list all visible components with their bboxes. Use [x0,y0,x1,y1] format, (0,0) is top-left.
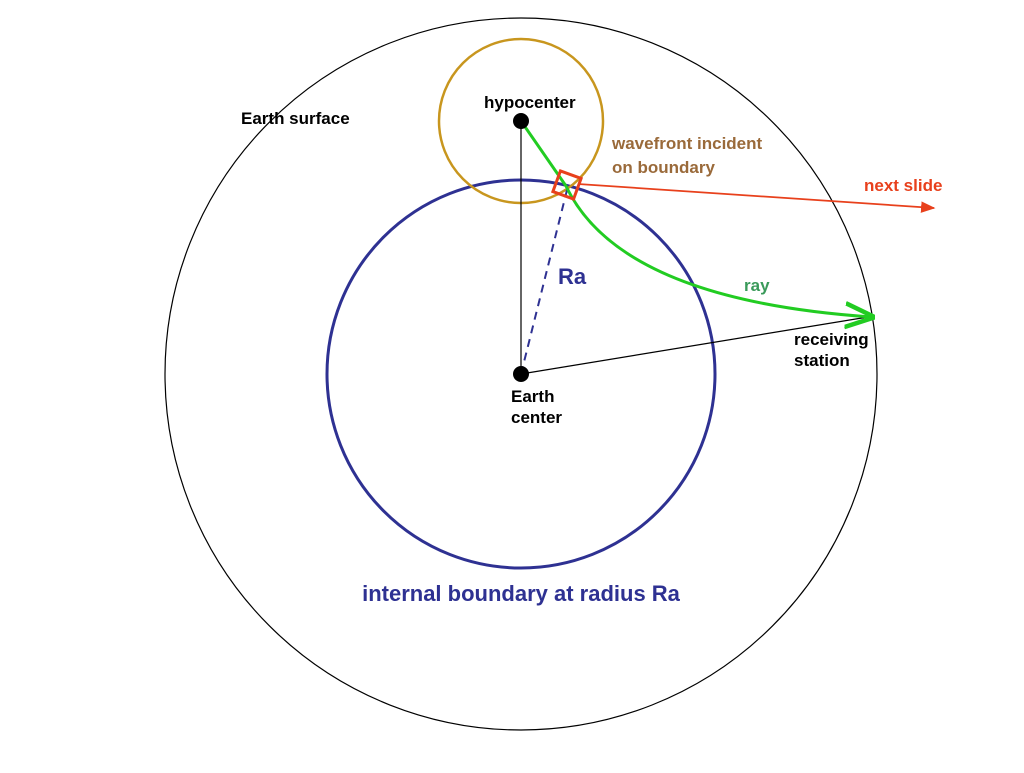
wavefront-label-line1: wavefront incident [611,134,763,153]
next-slide-label: next slide [864,176,942,195]
wavefront-label-line2: on boundary [612,158,715,177]
ra-label: Ra [558,264,587,289]
internal-boundary-label: internal boundary at radius Ra [362,581,681,606]
receiving-station-label-line1: receiving [794,330,869,349]
earth-center-label-line1: Earth [511,387,554,406]
center-station-line [520,315,875,375]
hypocenter-dot [513,113,529,129]
earth-surface-label: Earth surface [241,109,350,128]
earth-center-label-line2: center [511,408,562,427]
earth-center-dot [513,366,529,382]
earth-surface-circle [164,17,878,731]
ray-label: ray [744,276,770,295]
hypocenter-label: hypocenter [484,93,576,112]
next-slide-arrow [577,183,936,213]
incidence-box [550,168,584,202]
radius-ra-dashed-line [520,185,569,375]
ray-path [519,120,872,317]
receiving-station-label-line2: station [794,351,850,370]
